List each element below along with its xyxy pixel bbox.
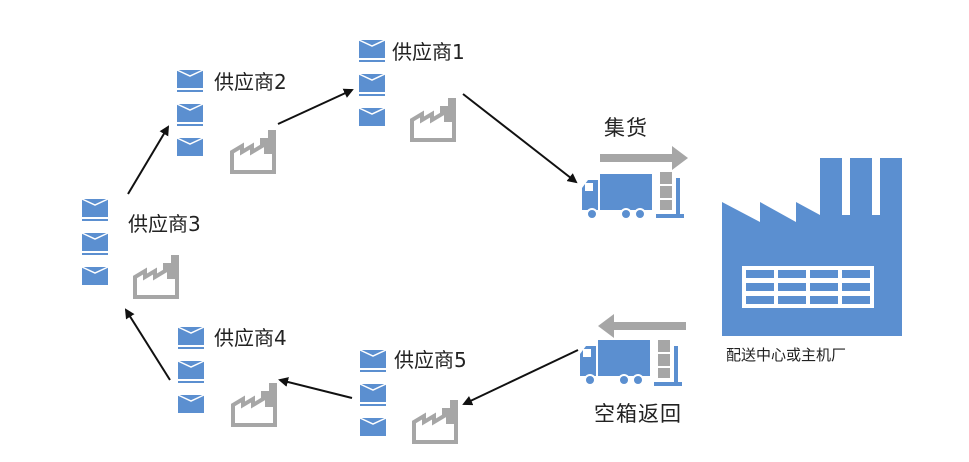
collect-cargo-icon — [656, 172, 684, 218]
supplier-1-bins — [359, 40, 385, 126]
return-truck-icon — [579, 339, 651, 386]
return-empty-label: 空箱返回 — [594, 402, 682, 426]
supplier-5-label: 供应商5 — [394, 348, 467, 372]
collect-arrow-icon — [600, 146, 688, 170]
supplier-5-bins — [360, 350, 386, 436]
distribution-center-factory-icon — [722, 158, 902, 336]
supplier-3-bins — [82, 199, 108, 285]
flow-arrow-s1-to-truck — [462, 93, 578, 184]
supplier-2-factory-icon — [230, 130, 276, 174]
flow-arrow-truck-to-s5 — [462, 349, 579, 406]
supplier-3-label: 供应商3 — [128, 212, 201, 236]
supplier-5-factory-icon — [412, 400, 458, 444]
distribution-center-label: 配送中心或主机厂 — [726, 346, 847, 364]
return-arrow-icon — [598, 314, 686, 338]
supplier-2-label: 供应商2 — [214, 70, 287, 94]
flow-arrow-s3-to-s2 — [127, 125, 170, 195]
collect-truck-icon — [581, 173, 653, 220]
supplier-4-bins — [178, 327, 204, 413]
flow-arrow-s5-to-s4 — [278, 377, 353, 399]
flow-arrow-s4-to-s3 — [124, 308, 171, 381]
supplier-1-label: 供应商1 — [392, 40, 465, 64]
supplier-1-factory-icon — [410, 98, 456, 142]
flow-arrow-s2-to-s1 — [277, 88, 354, 125]
collect-label: 集货 — [604, 116, 648, 140]
supplier-4-factory-icon — [231, 383, 277, 427]
supplier-3-factory-icon — [133, 255, 179, 299]
supplier-2-bins — [177, 70, 203, 156]
supplier-4-label: 供应商4 — [214, 326, 287, 350]
return-cargo-icon — [654, 340, 682, 386]
